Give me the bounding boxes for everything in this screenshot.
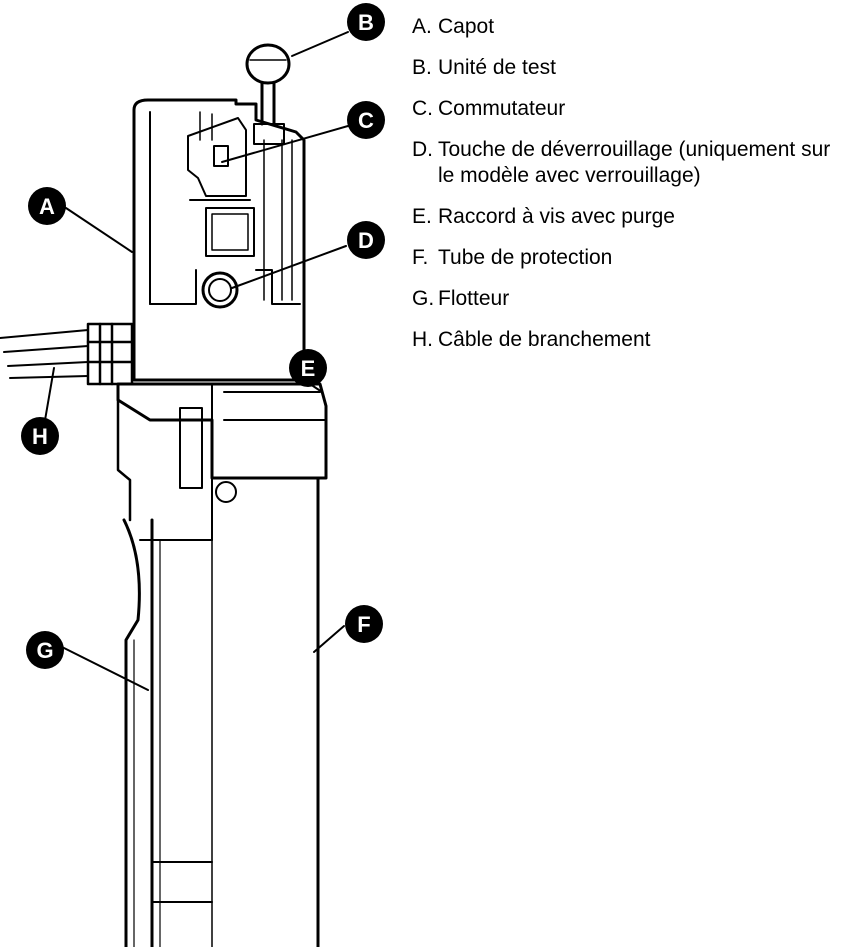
legend-key: B. xyxy=(412,56,432,79)
screw-fitting xyxy=(116,382,328,541)
callout-d: D xyxy=(347,221,385,259)
cable-gland xyxy=(86,322,134,386)
legend-key: H. xyxy=(412,328,433,351)
legend-item-c: C. Commutateur xyxy=(412,96,832,122)
legend-item-h: H. Câble de branchement xyxy=(412,327,832,353)
leader-lines xyxy=(43,31,349,691)
legend-key: G. xyxy=(412,287,435,310)
callout-g: G xyxy=(26,631,64,669)
callout-f: F xyxy=(345,605,383,643)
legend-text: Câble de branchement xyxy=(438,328,651,351)
legend-key: D. xyxy=(412,138,433,161)
legend-key: F. xyxy=(412,246,429,269)
legend-text: Flotteur xyxy=(438,287,510,310)
legend-text: Commutateur xyxy=(438,97,566,120)
svg-text:E: E xyxy=(301,356,316,381)
callout-c: C xyxy=(347,101,385,139)
parts-legend: A. Capot B. Unité de test C. Commutateur… xyxy=(412,14,832,368)
legend-key: E. xyxy=(412,205,432,228)
callout-h: H xyxy=(21,417,59,455)
test-unit xyxy=(245,43,291,145)
protection-tube xyxy=(150,476,320,947)
callout-e: E xyxy=(289,349,327,387)
level-switch-drawing: A B C D E F G H xyxy=(0,3,385,947)
legend-item-a: A. Capot xyxy=(412,14,832,40)
callout-a: A xyxy=(28,187,66,225)
svg-text:D: D xyxy=(358,228,374,253)
float-body xyxy=(122,518,213,947)
legend-item-e: E. Raccord à vis avec purge xyxy=(412,204,832,230)
legend-item-f: F. Tube de protection xyxy=(412,245,832,271)
legend-text: Touche de déverrouillage (uniquement sur… xyxy=(438,138,831,187)
svg-text:F: F xyxy=(357,612,370,637)
svg-text:B: B xyxy=(358,10,374,35)
legend-item-b: B. Unité de test xyxy=(412,55,832,81)
legend-key: A. xyxy=(412,15,432,38)
svg-text:C: C xyxy=(358,108,374,133)
unlock-button xyxy=(201,271,239,309)
callout-b: B xyxy=(347,3,385,41)
cover-housing xyxy=(132,98,306,382)
legend-item-d: D. Touche de déverrouillage (uniquement … xyxy=(412,137,832,189)
legend-text: Tube de protection xyxy=(438,246,613,269)
svg-text:A: A xyxy=(39,194,55,219)
legend-item-g: G. Flotteur xyxy=(412,286,832,312)
connection-cable xyxy=(0,329,89,379)
svg-text:G: G xyxy=(36,638,53,663)
legend-text: Raccord à vis avec purge xyxy=(438,205,675,228)
legend-key: C. xyxy=(412,97,433,120)
svg-text:H: H xyxy=(32,424,48,449)
legend-text: Unité de test xyxy=(438,56,556,79)
legend-text: Capot xyxy=(438,15,495,38)
